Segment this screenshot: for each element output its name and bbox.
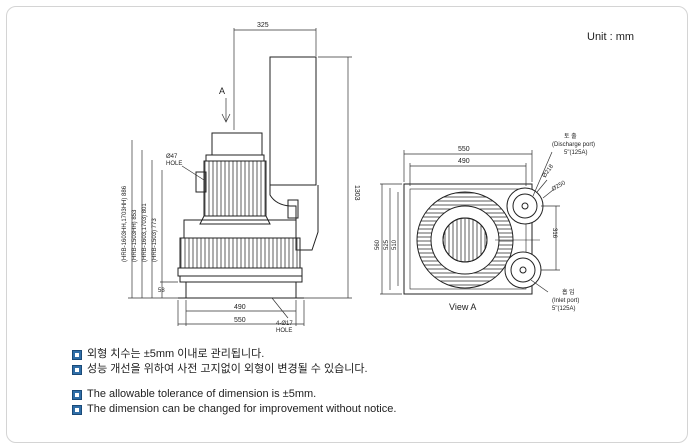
note-text: The dimension can be changed for improve… [87, 403, 397, 415]
note-item: 외형 치수는 ±5mm 이내로 관리됩니다. [72, 347, 396, 362]
dim-490-side: 490 [234, 304, 246, 311]
height-label-801: (HRB-1603,1703) 801 [142, 203, 148, 262]
arrow-a-label: A [219, 86, 225, 96]
height-label-773: (HRB-1503) 773 [152, 218, 158, 262]
unit-label: Unit : mm [587, 31, 635, 43]
dim-58: 58 [158, 288, 165, 294]
dim-560: 560 [375, 239, 381, 250]
view-a-title: View A [449, 302, 476, 312]
dim-490-view-a: 490 [458, 158, 470, 165]
blower-bottom [177, 267, 303, 277]
view-a-dimensions [380, 150, 560, 295]
blower-housing [179, 237, 301, 269]
note-item: The allowable tolerance of dimension is … [72, 387, 396, 402]
terminal-box [195, 171, 207, 193]
bullet-icon [72, 390, 82, 400]
stack-elbow [269, 185, 319, 251]
discharge-kr: 토 출 [564, 132, 577, 140]
drawing-frame [6, 6, 688, 443]
dim-550-side: 550 [234, 317, 246, 324]
side-view-dimensions [128, 28, 352, 326]
base-frame [179, 275, 303, 283]
height-label-853: (HRB-1503HH) 853 [132, 209, 138, 262]
inlet-port [504, 251, 542, 289]
inlet-size: 5"(125A) [552, 306, 575, 312]
note-text: 성능 개선을 위하여 사전 고지없이 외형이 변경될 수 있습니다. [87, 363, 368, 375]
height-label-886: (HRB-1603HH,1703HH) 886 [122, 185, 128, 262]
discharge-stack [269, 56, 317, 186]
dim-325: 325 [257, 22, 269, 29]
note-text: The allowable tolerance of dimension is … [87, 388, 317, 400]
dim-316: 316 [551, 228, 557, 239]
motor-cap [211, 132, 263, 156]
dim-1303: 1303 [353, 185, 360, 201]
discharge-port [506, 187, 544, 225]
motor-body [203, 160, 267, 217]
dim-550-view-a: 550 [458, 146, 470, 153]
bullet-icon [72, 350, 82, 360]
view-a [403, 183, 544, 295]
side-view [177, 56, 319, 299]
notes-list: 외형 치수는 ±5mm 이내로 관리됩니다. 성능 개선을 위하여 사전 고지없… [72, 347, 396, 417]
inlet-kr: 흡 입 [562, 288, 575, 296]
inlet-en: (Inlet port) [552, 298, 579, 304]
dim-510: 510 [392, 239, 398, 250]
bullet-icon [72, 405, 82, 415]
motor-base [199, 215, 271, 225]
note-text: 외형 치수는 ±5mm 이내로 관리됩니다. [87, 348, 265, 360]
dia-218: Ø218 [542, 163, 556, 179]
view-a-base [403, 183, 533, 295]
discharge-en: (Discharge port) [552, 142, 595, 148]
note-item: The dimension can be changed for improve… [72, 402, 396, 417]
dia-250: Ø250 [551, 180, 567, 193]
bullet-icon [72, 365, 82, 375]
motor-cap-band [205, 154, 265, 162]
dim-525: 525 [384, 239, 390, 250]
note-item: 성능 개선을 위하여 사전 고지없이 외형이 변경될 수 있습니다. [72, 362, 396, 377]
discharge-size: 5"(125A) [564, 150, 587, 156]
